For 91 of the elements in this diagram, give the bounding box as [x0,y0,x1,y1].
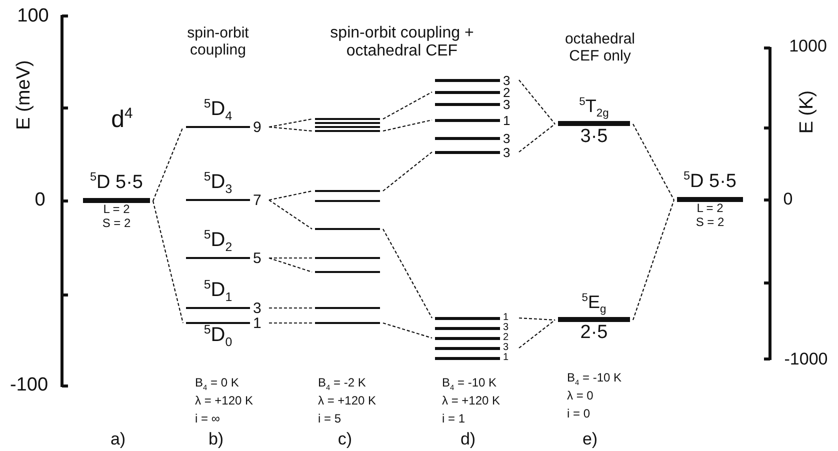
term-symbol: $^{5}$D$_{2}$ [204,228,232,256]
degeneracy-number: 3 [503,74,510,86]
quantum-number-text: L = 2 [103,203,130,217]
degeneracy-number: 2·5 [580,322,608,344]
connector-line [268,200,312,230]
axis-tick-label: 100 [17,6,49,28]
term-symbol: $^{5}$D$_{0}$ [204,324,232,348]
degeneracy-number: 9 [253,120,262,134]
term-symbol: $^{5}$D$_{4}$ [204,98,232,125]
axis-tick-label: 1000 [789,38,827,56]
degeneracy-number: 3 [503,323,509,333]
energy-level-line [315,270,380,274]
parameter-text: λ = +120 K [442,394,500,408]
connector-line [382,228,432,318]
parameter-text: i = ∞ [195,412,220,426]
degeneracy-number: 5 [253,250,262,266]
degeneracy-number: 1 [503,353,509,363]
term-symbol: $^{5}$D$_{3}$ [204,170,232,198]
column-heading: spin-orbit coupling [186,26,250,58]
configuration-label: d$^{4}$ [111,106,133,134]
degeneracy-number: 3 [253,300,262,316]
connector-line [632,124,674,200]
connector-line [268,118,312,128]
parameter-text: λ = 0 [567,389,594,403]
degeneracy-number: 2 [503,333,509,343]
energy-level-line [315,200,380,202]
axis-tick-label: -100 [10,376,48,396]
quantum-number-text: L = 2 [696,202,724,216]
energy-level-line [315,322,380,324]
parameter-text: i = 0 [567,407,590,421]
column-heading: spin-orbit coupling + octahedral CEF [329,24,475,60]
panel-letter: c) [338,430,352,450]
connector-line [382,119,432,132]
energy-level-line [315,118,380,120]
degeneracy-number: 3 [503,343,509,353]
parameter-text: B$_{4}$ = -2 K [318,376,366,390]
term-symbol: $^{5}$T$_{2g}$ [579,96,609,122]
connector-line [268,126,312,132]
axis-tick-label: -1000 [784,350,828,370]
connector-line [269,322,312,324]
degeneracy-number: 3·5 [580,126,608,148]
parameter-text: B$_{4}$ = -10 K [567,371,622,385]
panel-letter: a) [110,430,126,450]
degeneracy-number: 2 [503,86,510,98]
axis-tick-label: 0 [34,190,46,212]
parameter-text: i = 5 [318,412,342,426]
panel-letter: e) [582,430,598,450]
degeneracy-number: 3 [503,98,510,110]
connector-line [269,257,312,259]
energy-level-line [315,228,380,230]
parameter-text: λ = +120 K [318,394,376,408]
energy-level-line [315,130,380,132]
term-symbol: $^{5}$D 5·5 [90,172,143,194]
connector-line [268,190,312,201]
connector-line [152,126,184,202]
connector-line [152,200,184,324]
degeneracy-number: 7 [253,192,262,208]
connector-line [269,307,312,309]
connector-line [518,80,556,124]
term-symbol: $^{5}$D 5·5 [683,170,736,194]
connector-line [268,257,312,273]
quantum-number-text: S = 2 [696,216,724,229]
parameter-text: i = 1 [442,412,466,426]
connector-line [632,200,675,320]
degeneracy-number: 3 [503,146,510,158]
column-heading: octahedral CEF only [564,32,636,64]
axis-title: E (meV) [14,60,36,130]
degeneracy-number: 1 [503,114,510,126]
energy-level-line [315,122,380,124]
panel-letter: b) [208,430,224,450]
term-symbol: $^{5}$D$_{1}$ [204,278,232,306]
connector-line [518,317,556,321]
energy-level-line [315,306,380,310]
connector-line [382,92,432,120]
term-symbol: $^{5}$E$_{g}$ [582,292,606,318]
parameter-text: B$_{4}$ = -10 K [442,376,497,390]
degeneracy-number: 1 [253,316,262,330]
energy-level-line [315,256,380,260]
energy-level-line [315,126,380,128]
connector-line [518,320,556,348]
parameter-text: λ = +120 K [195,394,254,408]
quantum-number-text: S = 2 [102,216,131,230]
energy-level-line [315,190,380,192]
degeneracy-number: 1 [503,313,509,323]
parameter-text: B$_{4}$ = 0 K [195,376,239,390]
axis-tick-label: 0 [783,190,793,210]
connector-line [382,322,432,339]
axis-title: E (K) [798,90,818,134]
connector-line [518,124,556,152]
degeneracy-number: 3 [503,132,510,144]
panel-letter: d) [460,430,476,450]
